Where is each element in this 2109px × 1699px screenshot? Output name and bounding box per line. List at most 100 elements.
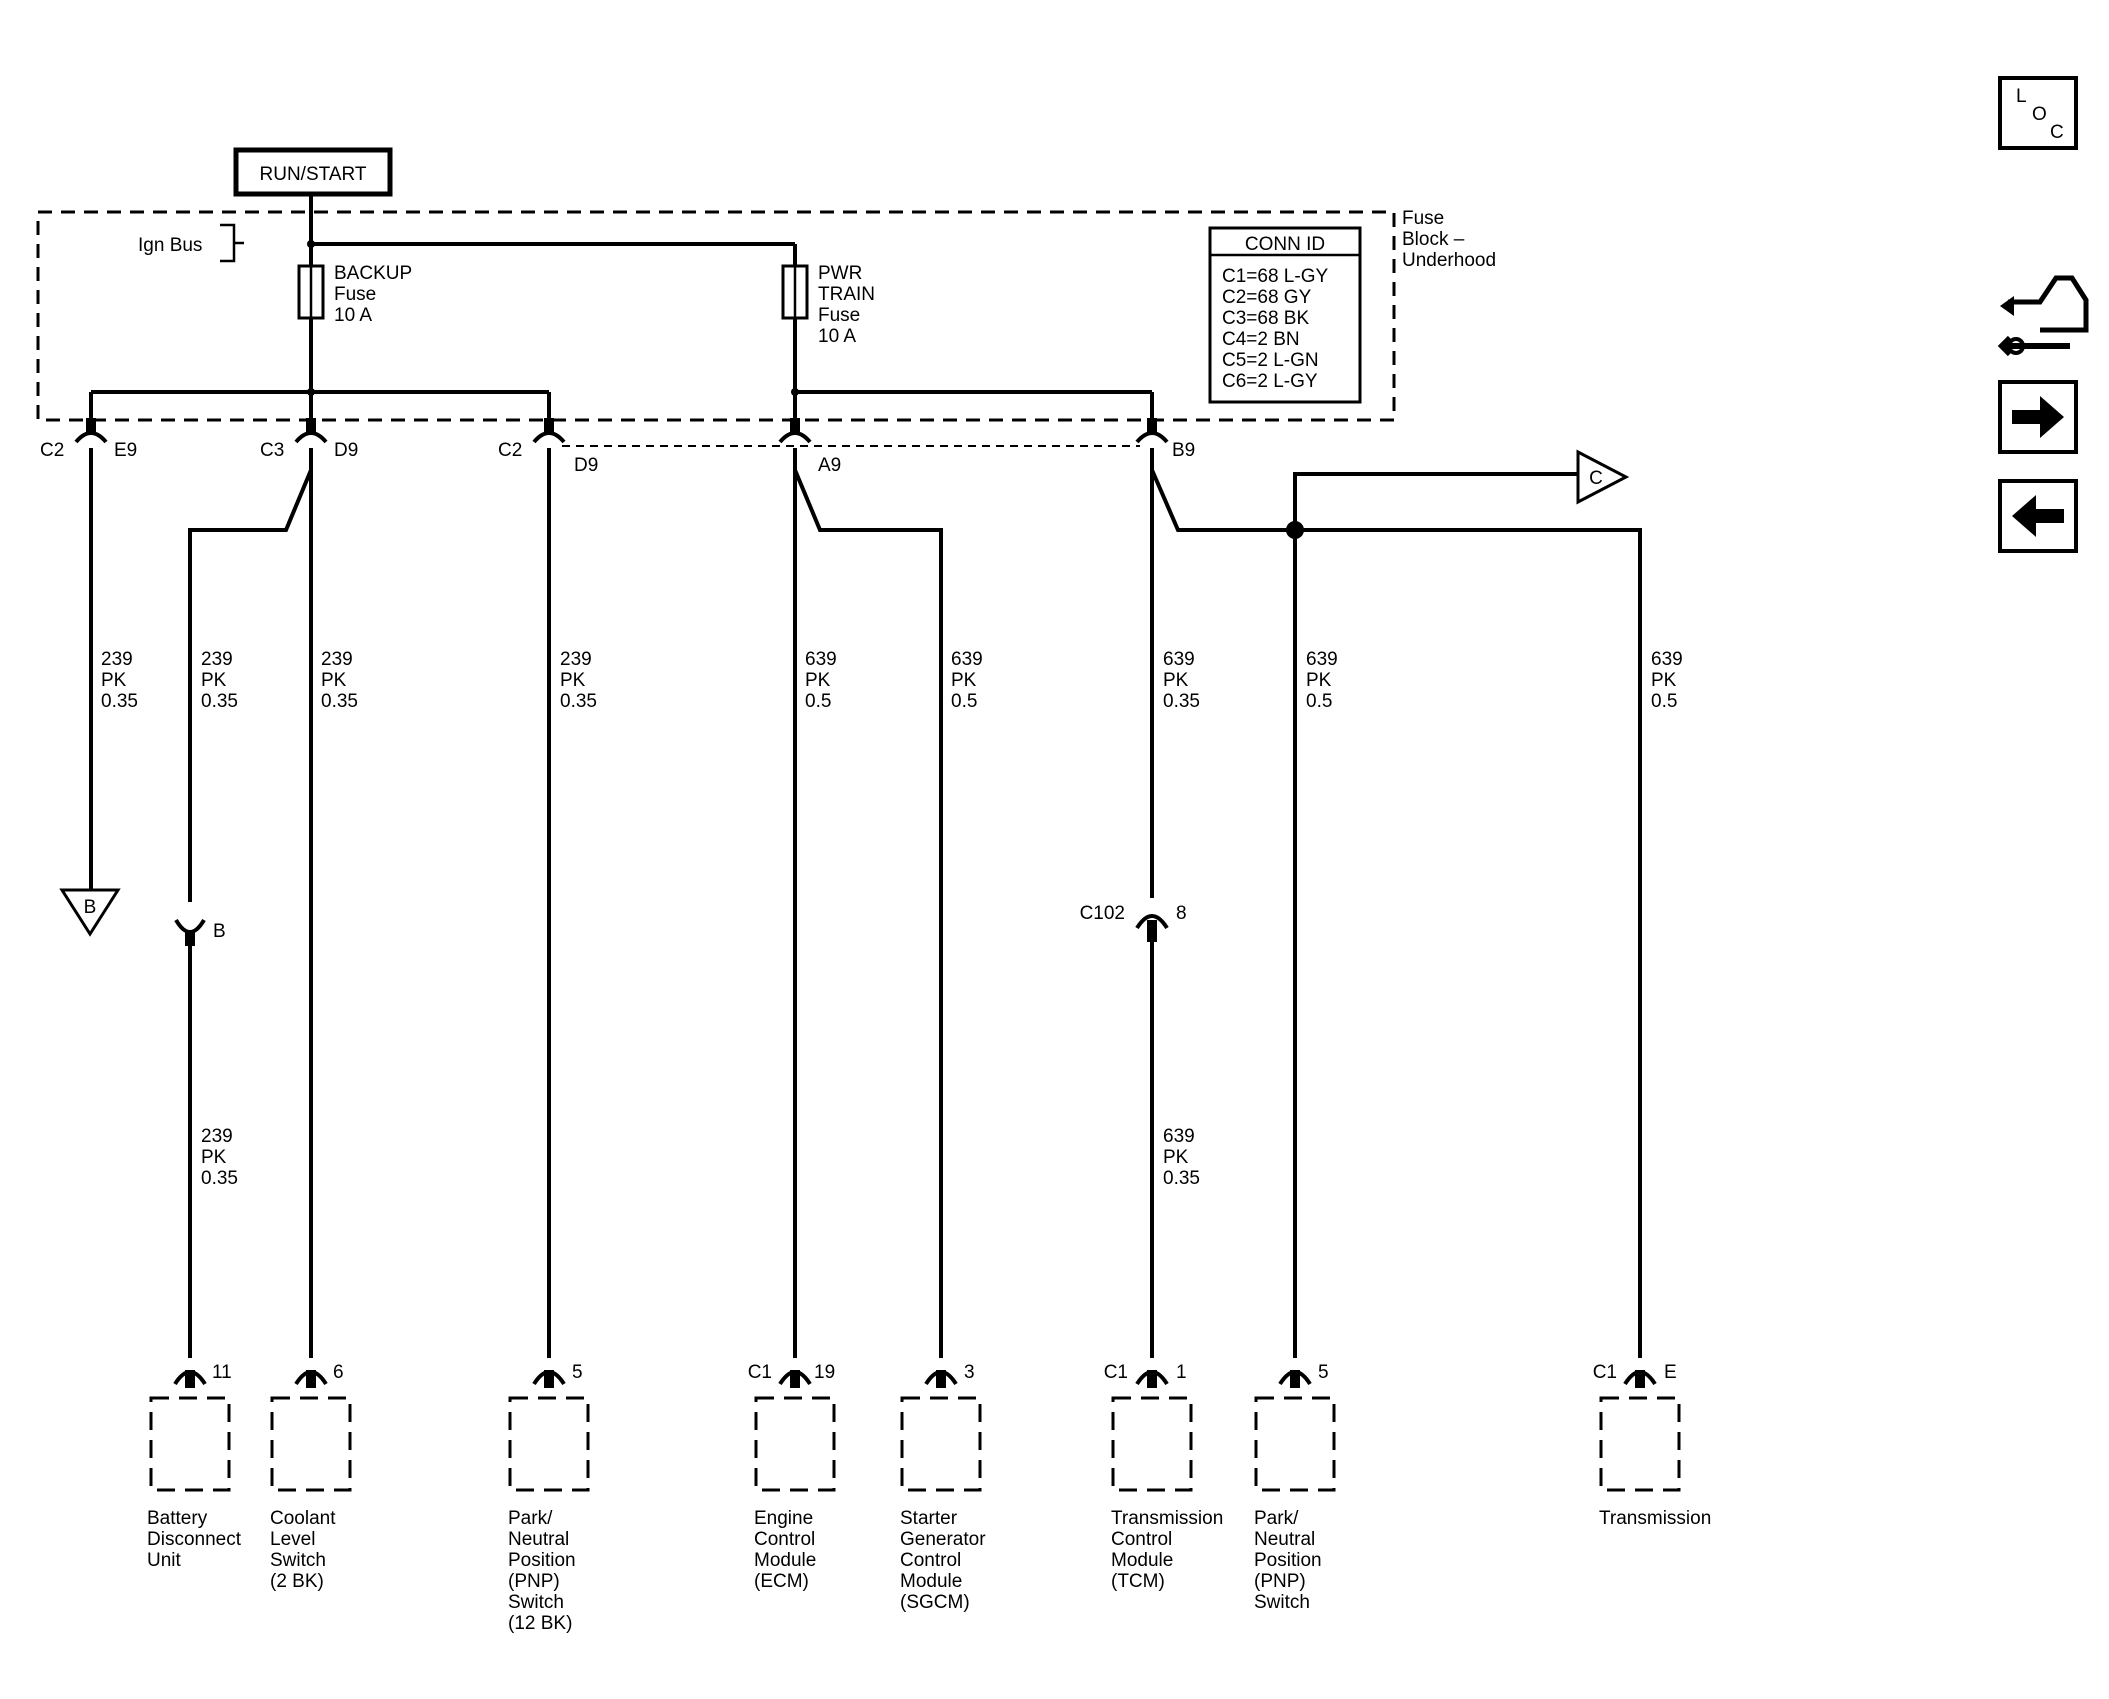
svg-text:C3: C3 [260,440,284,461]
svg-text:Engine: Engine [754,1508,813,1529]
svg-text:C102: C102 [1080,903,1125,924]
svg-text:5: 5 [1318,1362,1329,1383]
car-wrench-icon[interactable] [1997,275,2089,357]
svg-text:11: 11 [212,1362,232,1383]
arrow-right-icon [2012,396,2064,438]
svg-text:E: E [1664,1362,1677,1383]
svg-text:0.5: 0.5 [1651,691,1677,712]
wire-label: 639 PK 0.35 [1163,1126,1200,1189]
ign-bus: Ign Bus [138,223,244,263]
svg-text:O: O [2032,104,2047,125]
component-pin: C1 1 [1104,1362,1187,1388]
svg-text:PK: PK [1163,1147,1189,1168]
svg-text:0.5: 0.5 [1306,691,1332,712]
svg-text:D9: D9 [574,455,598,476]
wire-label: 239 PK 0.35 [321,649,358,712]
component-boxes [149,1396,1681,1492]
svg-text:C4=2 BN: C4=2 BN [1222,329,1300,350]
component-label-transmission: Transmission [1599,1508,1711,1529]
fuse-block-label: Fuse Block – Underhood [1402,208,1496,271]
svg-text:0.5: 0.5 [805,691,831,712]
svg-text:Module: Module [1111,1550,1173,1571]
svg-text:Position: Position [1254,1550,1322,1571]
svg-text:PK: PK [805,670,831,691]
svg-text:0.35: 0.35 [321,691,358,712]
svg-text:19: 19 [814,1362,835,1383]
svg-text:PWR: PWR [818,263,862,284]
conn-id-table: CONN ID C1=68 L-GY C2=68 GY C3=68 BK C4=… [1208,226,1362,404]
component-labels: Battery Disconnect Unit Coolant Level Sw… [147,1508,1711,1634]
svg-text:Level: Level [270,1529,315,1550]
wire-labels: 239 PK 0.35 239 PK 0.35 239 PK 0.35 239 … [101,649,1683,1189]
svg-text:6: 6 [333,1362,344,1383]
svg-text:C2: C2 [40,440,64,461]
loc-button[interactable]: L O C [1998,76,2078,150]
svg-text:639: 639 [1651,649,1683,670]
svg-text:Fuse: Fuse [818,305,860,326]
component-box [270,1396,352,1492]
svg-text:C5=2 L-GN: C5=2 L-GN [1222,350,1319,371]
svg-text:B: B [213,921,226,942]
component-label-pnp-switch: Park/ Neutral Position (PNP) Switch [1254,1508,1322,1613]
svg-text:Coolant: Coolant [270,1508,336,1529]
svg-text:10 A: 10 A [818,326,856,347]
component-box [900,1396,982,1492]
svg-text:Unit: Unit [147,1550,182,1571]
svg-text:639: 639 [951,649,983,670]
wire-label: 239 PK 0.35 [201,1126,238,1189]
svg-text:PK: PK [201,1147,227,1168]
svg-text:Park/: Park/ [1254,1508,1299,1529]
svg-text:C1: C1 [748,1362,772,1383]
svg-text:239: 239 [201,649,233,670]
svg-text:Module: Module [754,1550,816,1571]
svg-text:Transmission: Transmission [1111,1508,1223,1529]
offpage-ref-c: C [1576,449,1630,505]
offpage-ref-b: B [59,888,121,937]
svg-text:C: C [2050,122,2064,143]
svg-text:(12 BK): (12 BK) [508,1613,572,1634]
svg-text:B: B [84,897,97,918]
svg-text:Control: Control [900,1550,961,1571]
svg-text:Control: Control [1111,1529,1172,1550]
power-source: RUN/START [233,147,393,197]
arrow-left-icon [2012,495,2064,537]
conn-id-title: CONN ID [1245,234,1325,255]
svg-text:0.35: 0.35 [1163,691,1200,712]
svg-text:PK: PK [1651,670,1677,691]
svg-text:Block –: Block – [1402,229,1465,250]
svg-text:E9: E9 [114,440,137,461]
prev-button[interactable] [1998,479,2078,553]
inline-connector-c102: C102 8 [1080,903,1187,942]
svg-text:639: 639 [1163,649,1195,670]
component-pin: 6 [294,1362,344,1388]
next-button[interactable] [1998,380,2078,454]
top-connector-c2-d9: C2 D9 [498,418,598,476]
svg-text:C1: C1 [1593,1362,1617,1383]
top-connector-c3-d9: C3 D9 [260,418,358,461]
svg-text:Switch: Switch [1254,1592,1310,1613]
svg-text:3: 3 [964,1362,975,1383]
svg-text:Disconnect: Disconnect [147,1529,242,1550]
top-connector-a9: A9 [778,418,841,476]
component-box [149,1396,231,1492]
top-connector-b9: B9 [1135,418,1195,461]
svg-text:PK: PK [321,670,347,691]
backup-fuse: BACKUP Fuse 10 A [297,263,412,326]
svg-text:10 A: 10 A [334,305,372,326]
component-pin: 5 [532,1362,583,1388]
wire-label: 639 PK 0.35 [1163,649,1200,712]
svg-text:PK: PK [1306,670,1332,691]
svg-text:5: 5 [572,1362,583,1383]
component-pin: 5 [1278,1362,1329,1388]
svg-text:L: L [2016,86,2027,107]
component-pin: C1 E [1593,1362,1677,1388]
inline-connector-b: B [174,918,226,946]
svg-text:Neutral: Neutral [1254,1529,1315,1550]
svg-text:639: 639 [1306,649,1338,670]
svg-text:PK: PK [560,670,586,691]
svg-text:(TCM): (TCM) [1111,1571,1165,1592]
svg-text:(ECM): (ECM) [754,1571,809,1592]
component-label-battery-disconnect-unit: Battery Disconnect Unit [147,1508,242,1571]
svg-text:PK: PK [951,670,977,691]
svg-text:0.35: 0.35 [201,1168,238,1189]
